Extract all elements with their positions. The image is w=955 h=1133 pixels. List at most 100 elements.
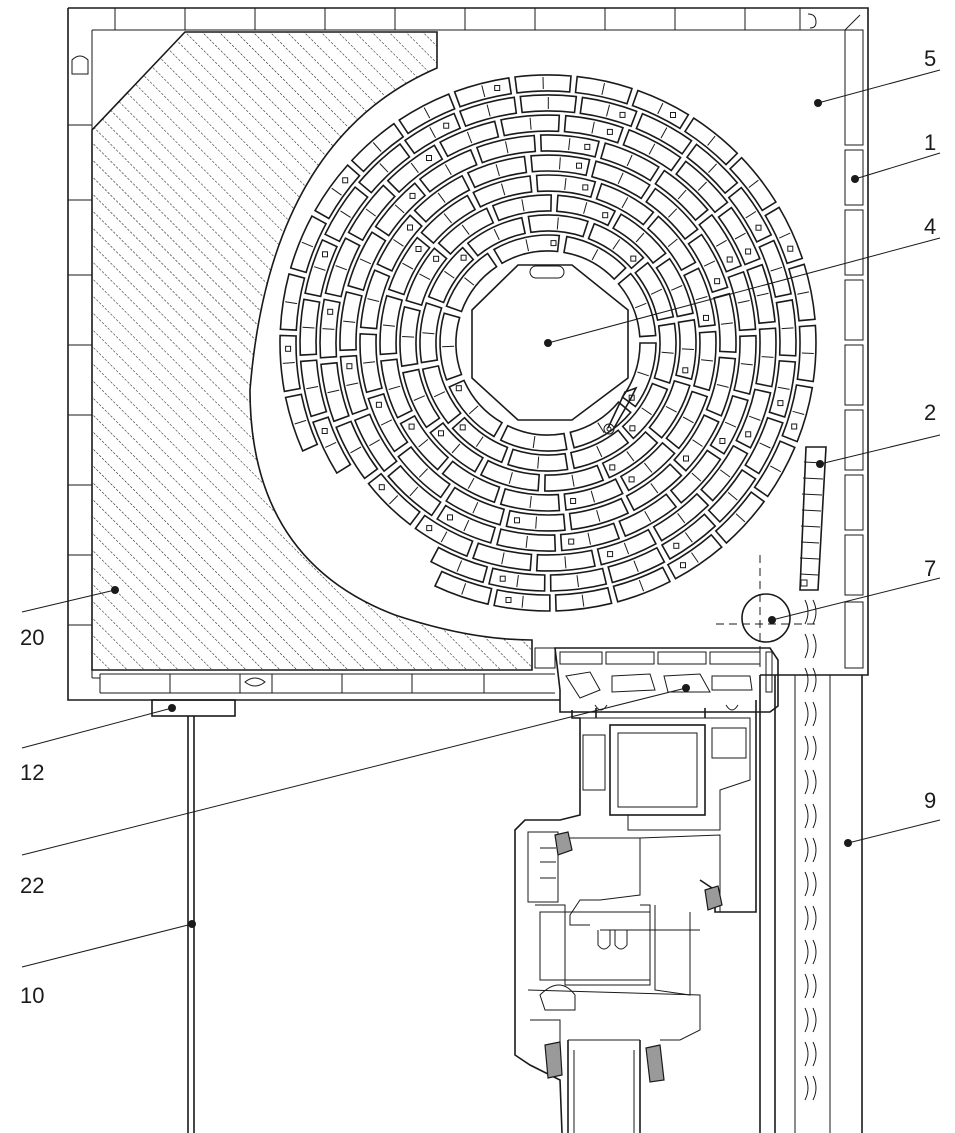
coil-slat-hook — [568, 538, 575, 545]
coil-slat — [568, 497, 630, 531]
coil-slat-hook — [628, 476, 635, 483]
coil-slat-divider — [325, 441, 337, 448]
coil-slat — [320, 361, 350, 423]
coil-slat-divider — [461, 583, 467, 595]
coil-slat-divider — [716, 384, 729, 388]
wave-mark — [812, 701, 817, 727]
coil-slat-divider — [638, 579, 645, 592]
coil-slat-divider — [331, 187, 342, 196]
coil-slat — [622, 128, 682, 172]
coil-slat — [717, 206, 761, 266]
coil-slat — [768, 359, 797, 419]
coil-slat — [439, 120, 500, 158]
coil-slat-divider — [770, 266, 783, 272]
wave-mark — [812, 939, 817, 965]
coil-slat — [755, 327, 777, 388]
coil-slat — [380, 358, 413, 419]
coil-slat — [655, 257, 694, 318]
coil-slat — [758, 239, 793, 298]
coil-slat-divider — [508, 472, 513, 484]
coil-slat-divider — [350, 446, 362, 454]
coil-slat — [433, 570, 493, 606]
coil-slat — [496, 528, 557, 552]
coil-slat — [733, 334, 757, 395]
coil-slat-divider — [626, 451, 635, 462]
coil-slat-hook — [426, 525, 433, 532]
coil-slat-divider — [501, 552, 505, 565]
coil-slat — [339, 291, 363, 352]
coil-slat-divider — [677, 189, 687, 200]
coil-slat-divider — [637, 371, 649, 377]
coil-slat-divider — [626, 154, 633, 167]
wave-mark — [804, 837, 809, 863]
coil-slat-divider — [606, 104, 610, 117]
coil-slat — [574, 75, 634, 105]
coil-slat-divider — [677, 512, 686, 524]
coil-slat — [539, 134, 600, 158]
wave-mark — [812, 1075, 817, 1101]
hanging-curtain-slats — [799, 446, 827, 591]
coil-slat-divider — [464, 277, 475, 286]
coil-slat-hook — [378, 484, 385, 491]
coil-slat — [617, 272, 657, 338]
wave-mark — [812, 803, 817, 829]
coil-slat — [479, 459, 541, 492]
coil-slat — [713, 292, 737, 354]
coil-slat — [612, 566, 672, 603]
coil-slat-divider — [576, 575, 579, 588]
coil-slat — [488, 567, 546, 592]
coil-slat — [304, 238, 339, 298]
coil-slat-hook — [629, 425, 636, 432]
coil-slat — [279, 273, 306, 331]
coil-slat-divider — [633, 560, 639, 572]
coil-slat-divider — [650, 483, 659, 494]
coil-slat — [618, 493, 678, 538]
coil-slat-divider — [475, 436, 484, 447]
wave-mark — [812, 1007, 817, 1033]
wave-mark — [812, 905, 817, 931]
coil-slat-divider — [372, 142, 382, 152]
coil-slat — [445, 252, 498, 313]
coil-slat — [505, 509, 566, 532]
coil-slat — [563, 235, 627, 281]
coil-slat-divider — [409, 486, 419, 497]
coil-slat-hook — [607, 551, 614, 558]
wave-mark — [804, 769, 809, 795]
coil-slat-hook — [438, 430, 444, 437]
coil-slat-divider — [443, 213, 452, 224]
coil-slat-divider — [556, 217, 559, 230]
coil-slat-divider — [564, 177, 567, 190]
coil-slat-hook — [447, 514, 453, 521]
coil-slat-hook — [602, 212, 609, 219]
coil-slat-divider — [667, 238, 678, 247]
coil-slat-divider — [495, 164, 500, 177]
coil-slat-divider — [682, 416, 694, 424]
coil-slat — [499, 487, 561, 512]
coil-slat-divider — [797, 291, 810, 295]
coil-slat-hook — [673, 542, 680, 549]
coil-slat — [727, 270, 757, 332]
coil-slat-divider — [661, 351, 674, 354]
label-1: 1 — [924, 130, 936, 155]
wave-mark — [812, 1041, 817, 1067]
coil-slat — [621, 382, 669, 440]
coil-slat — [284, 393, 319, 452]
coil-slat-divider — [422, 332, 435, 335]
coil-slat-divider — [727, 492, 738, 501]
coil-slat-divider — [617, 172, 624, 185]
coil-slat — [353, 413, 398, 473]
coil-slat — [299, 359, 328, 418]
fixing-plate — [151, 699, 236, 717]
wave-mark — [804, 1075, 809, 1101]
coil-slat-hook — [582, 184, 589, 191]
label-12: 12 — [20, 760, 44, 785]
coil-slat-hook — [576, 162, 582, 169]
coil-slat-hook — [346, 363, 353, 370]
coil-slat-hook — [584, 143, 591, 150]
label-7: 7 — [924, 556, 936, 581]
coil-slat-divider — [590, 490, 595, 503]
coil-slat-hook — [415, 246, 422, 252]
coil-slat — [631, 89, 690, 130]
coil-slat-hook — [670, 112, 676, 118]
coil-slat-divider — [343, 320, 356, 323]
